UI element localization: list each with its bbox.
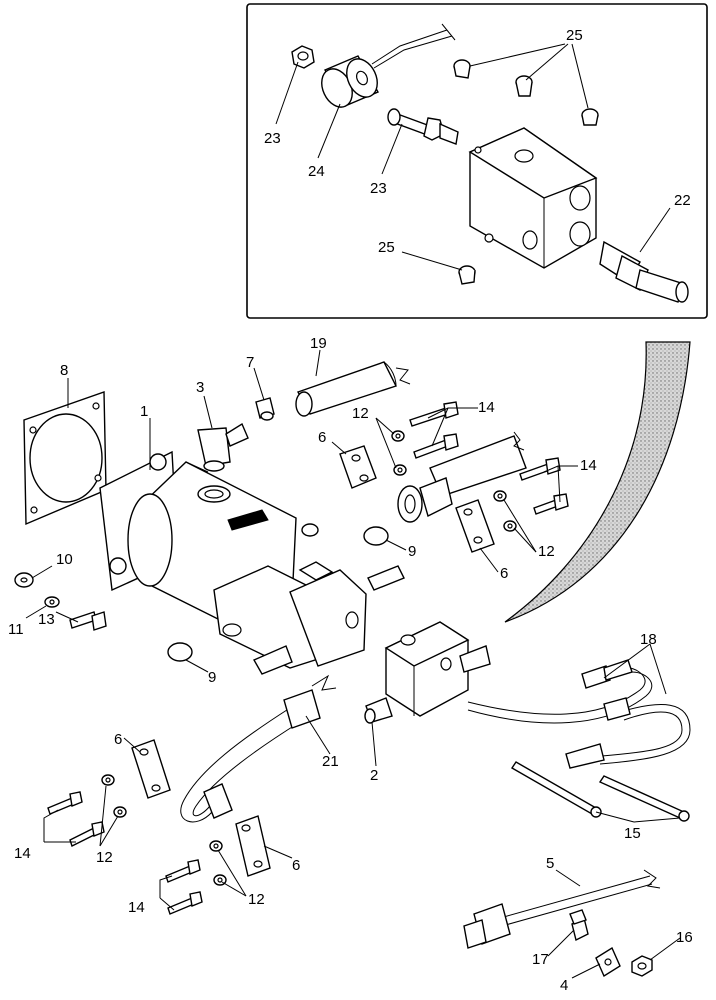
callout-6: 6 [292,857,300,874]
callout-labels: 25 23 24 23 22 25 19 8 3 7 14 12 1 6 14 … [8,27,693,994]
relief-valve-22 [599,240,689,303]
gasket-8 [23,391,107,526]
fitting-7 [255,397,275,421]
pump-manifold [213,523,405,675]
valve-stem-23 [387,108,459,145]
hose-assembly-18 [467,659,691,769]
washers-12 [101,430,517,886]
callout-7: 7 [246,354,254,371]
callout-14: 14 [14,845,31,862]
flange-half-6c [131,739,171,799]
callout-4: 4 [560,977,568,994]
rods-15 [511,761,690,822]
flange-half-6a [339,445,377,489]
shaded-guard-panel [504,341,691,623]
control-valve-2 [364,621,491,724]
callout-3: 3 [196,379,204,396]
callout-5: 5 [546,855,554,872]
callout-9: 9 [408,543,416,560]
callout-17: 17 [532,951,549,968]
bolt-14h [167,891,203,915]
callout-24: 24 [308,163,325,180]
hose-21 [180,674,337,823]
callout-23: 23 [370,180,387,197]
callout-21: 21 [322,753,339,770]
callout-9: 9 [208,669,216,686]
bolt-14b [413,433,459,459]
plug-25a [453,59,471,79]
plug-25b [515,75,533,97]
bolt-14d [533,493,569,515]
plug-25c [581,108,599,126]
leader-lines [25,43,681,979]
callout-11: 11 [8,621,24,638]
hose-coupling-upper [397,431,527,523]
valve-block [468,127,598,269]
flange-half-6b [455,499,495,553]
detail-inset-frame [246,3,708,319]
clip-4 [595,946,621,978]
nut-16 [631,955,653,977]
callout-22: 22 [674,192,691,209]
o-ring-9a [363,526,389,546]
callout-23: 23 [264,130,281,147]
hose-5 [463,869,661,949]
washer-10 [14,572,34,588]
tube-19 [295,361,411,417]
callout-25: 25 [378,239,395,256]
callout-15: 15 [624,825,641,842]
bolt-13 [69,611,107,631]
callout-13: 13 [38,611,55,628]
hex-nut-23 [291,45,315,69]
screw-17 [569,909,589,942]
callout-14: 14 [580,457,597,474]
solenoid-coil-24 [321,23,456,108]
bolt-14g [165,859,201,883]
callout-14: 14 [128,899,145,916]
callout-1: 1 [140,403,148,420]
callout-12: 12 [248,891,265,908]
plug-25d [458,265,476,285]
bolt-14a [409,401,459,427]
callout-12: 12 [96,849,113,866]
callout-6: 6 [500,565,508,582]
callout-6: 6 [114,731,122,748]
bolt-14e [47,791,83,815]
callout-12: 12 [538,543,555,560]
callout-16: 16 [676,929,693,946]
callout-2: 2 [370,767,378,784]
flange-half-6d [235,815,271,877]
callout-12: 12 [352,405,369,422]
lockwasher-11 [44,596,60,608]
o-ring-9b [167,642,193,662]
elbow-fitting-3 [197,422,249,472]
bolt-14c [519,457,561,481]
callout-10: 10 [56,551,73,568]
callout-8: 8 [60,362,68,379]
callout-14: 14 [478,399,495,416]
callout-19: 19 [310,335,327,352]
callout-25: 25 [566,27,583,44]
callout-18: 18 [640,631,657,648]
callout-6: 6 [318,429,326,446]
